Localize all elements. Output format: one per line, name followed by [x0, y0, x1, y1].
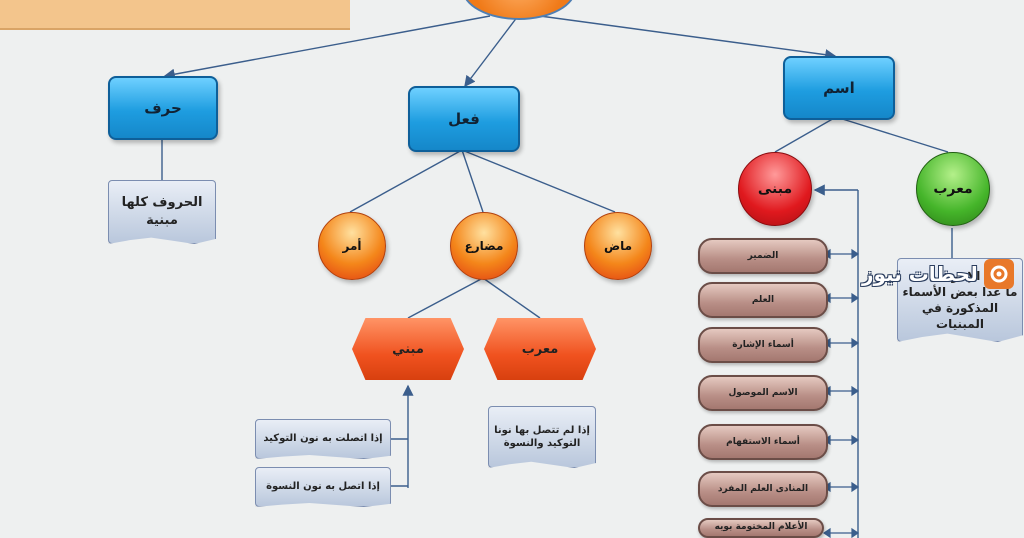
harf-note: الحروف كلها مبنية: [108, 180, 216, 244]
mabni-condition-1: إذا اتصلت به نون التوكيد: [255, 419, 391, 459]
fiil-to-madi-line: [461, 149, 616, 213]
muarab-note-line3: المذكورة في المبنيات: [921, 301, 999, 332]
harf-node: حرف: [108, 76, 218, 140]
title-banner: [0, 0, 350, 30]
camera-shutter-icon: [983, 259, 1014, 289]
mudari-mabni-node: مبني: [352, 318, 464, 380]
root-to-fiil-arrow: [464, 15, 519, 88]
ism-node: اسم: [783, 56, 895, 120]
madi-node: ماض: [584, 212, 652, 280]
fiil-to-mudari-line: [461, 149, 484, 213]
mudari-muarab-node: معرب: [484, 318, 596, 380]
mabni-list-item: الاسم الموصول: [698, 375, 828, 411]
mabni-list-item: أسماء الاستفهام: [698, 424, 828, 460]
ism-to-muarab-line: [835, 116, 949, 153]
mabni-list-item: المنادى العلم المفرد: [698, 471, 828, 507]
muarab-condition: إذا لم تتصل بها نونا التوكيد والنسوة: [488, 406, 596, 468]
mabni-list-item: العلم: [698, 282, 828, 318]
root-to-ism-arrow: [539, 15, 837, 61]
ism-to-mabni-line: [774, 116, 837, 153]
ism-muarab-node: معرب: [916, 152, 990, 226]
mabni-list-item: أسماء الإشارة: [698, 327, 828, 363]
mudari-to-mabni-line: [407, 277, 484, 319]
mabni-list-item: الضمير: [698, 238, 828, 274]
fiil-to-amr-line: [349, 149, 463, 213]
mabni-list-item: الأعلام المختومة بويه: [698, 518, 824, 538]
mudari-to-muarab-line: [482, 277, 541, 319]
watermark: لحظات نيوز: [862, 256, 1020, 292]
watermark-text: لحظات نيوز: [862, 262, 978, 286]
ism-mabni-node: مبنى: [738, 152, 812, 226]
fiil-node: فعل: [408, 86, 520, 152]
mabni-condition-2: إذا اتصل به نون النسوة: [255, 467, 391, 507]
muarab-note-line1: الإعرب: [939, 268, 981, 283]
root-to-harf-arrow: [163, 15, 491, 80]
amr-node: أمر: [318, 212, 386, 280]
mudari-node: مضارع: [450, 212, 518, 280]
